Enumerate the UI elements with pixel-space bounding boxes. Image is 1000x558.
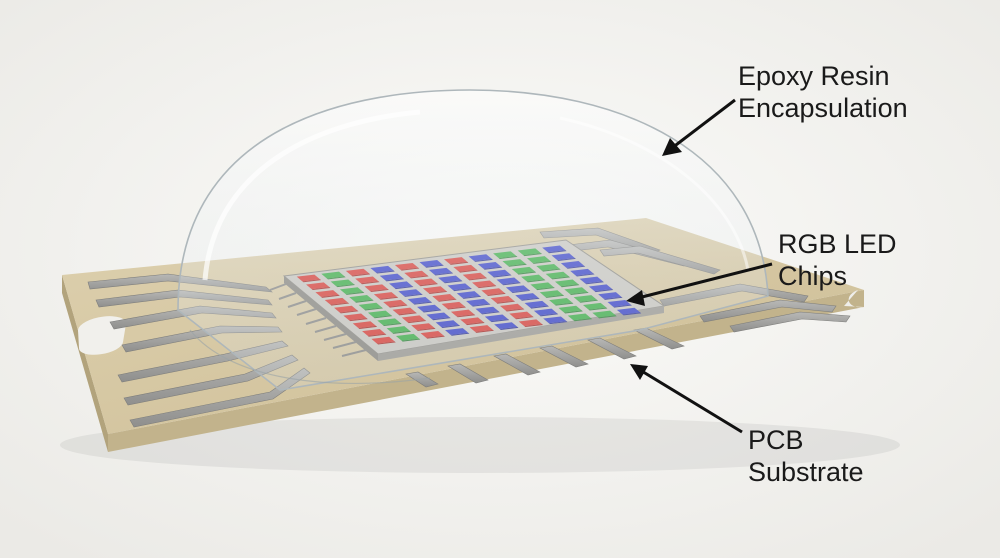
arrow-pcb-head	[630, 364, 648, 380]
arrow-pcb	[639, 368, 743, 434]
label-epoxy-resin-encapsulation: Epoxy Resin Encapsulation	[738, 60, 908, 124]
arrow-epoxy-head	[662, 138, 682, 156]
label-epoxy-line2: Encapsulation	[738, 93, 908, 123]
trace	[729, 311, 851, 333]
pcb-front-edge	[108, 290, 864, 452]
trace	[699, 299, 837, 323]
pcb-left-edge	[62, 275, 108, 452]
trace	[539, 345, 589, 368]
label-rgb-line1: RGB LED	[778, 229, 897, 259]
trace	[493, 353, 541, 376]
label-pcb-line2: Substrate	[748, 457, 864, 487]
trace	[447, 363, 489, 384]
arrow-epoxy	[671, 98, 736, 150]
epoxy-dome	[177, 89, 769, 391]
label-pcb-substrate: PCB Substrate	[748, 424, 864, 488]
label-rgb-line2: Chips	[778, 261, 848, 291]
dome-highlight	[202, 109, 421, 281]
label-rgb-led-chips: RGB LED Chips	[778, 228, 897, 292]
dome-base-rim	[189, 329, 431, 385]
callout-arrows	[626, 98, 773, 434]
mounting-notch-right	[844, 290, 864, 308]
label-pcb-line1: PCB	[748, 425, 804, 455]
label-epoxy-line1: Epoxy Resin	[738, 61, 890, 91]
dome-shell	[177, 89, 769, 391]
arrow-rgb	[637, 262, 773, 300]
arrow-rgb-head	[626, 290, 645, 306]
dome-highlight-right	[559, 116, 750, 271]
trace	[587, 337, 637, 360]
